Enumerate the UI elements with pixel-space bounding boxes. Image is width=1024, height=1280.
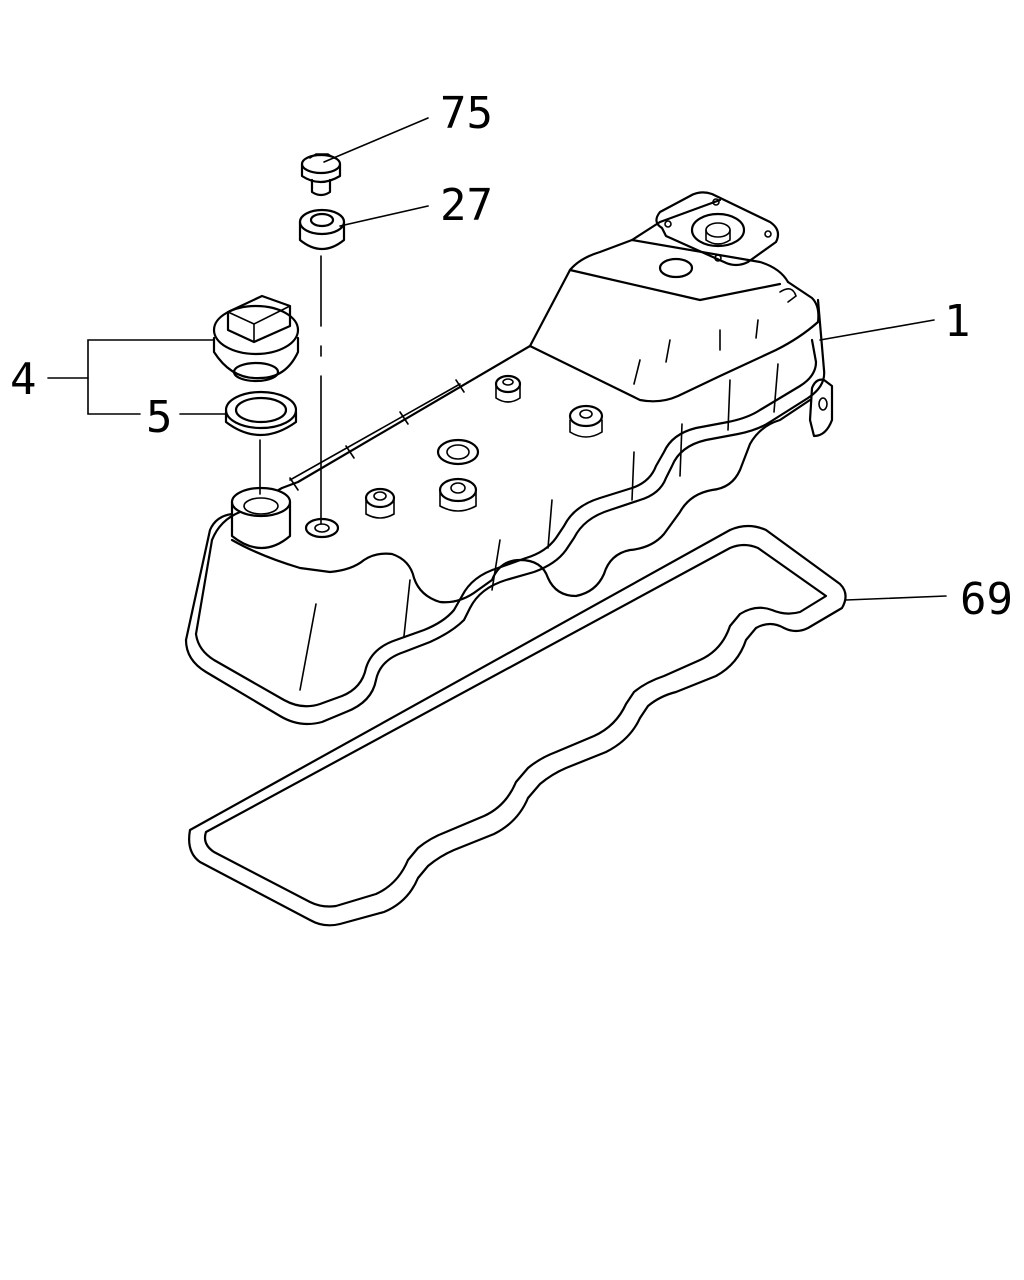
leader-lines bbox=[47, 117, 947, 601]
callout-75: 75 bbox=[440, 88, 493, 139]
filler-cap-4[interactable] bbox=[212, 294, 300, 383]
callout-69: 69 bbox=[960, 574, 1013, 625]
callout-1: 1 bbox=[944, 296, 971, 347]
gasket-69[interactable] bbox=[188, 524, 847, 927]
bolt-75[interactable] bbox=[300, 153, 342, 197]
grommet-27[interactable] bbox=[298, 208, 346, 251]
callout-27: 27 bbox=[440, 180, 493, 231]
callout-5: 5 bbox=[146, 392, 173, 443]
assembly-lines bbox=[259, 255, 322, 525]
rocker-cover-1[interactable] bbox=[184, 191, 834, 726]
callout-4: 4 bbox=[10, 354, 37, 405]
seal-ring-5[interactable] bbox=[224, 390, 298, 437]
